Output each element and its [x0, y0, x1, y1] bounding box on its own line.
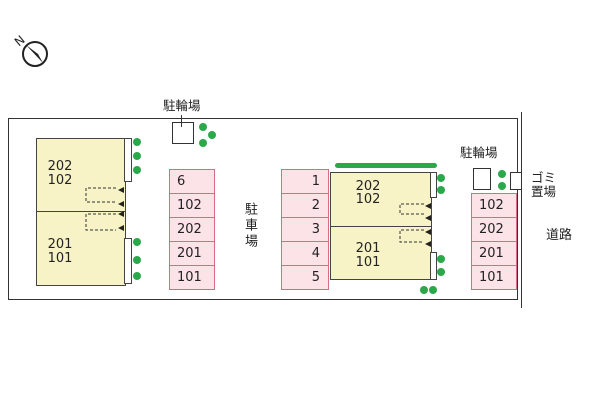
building-left-unit-102: 102 — [47, 173, 73, 188]
north-arrow-icon: N — [12, 33, 48, 67]
building-right-unit-102: 102 — [355, 192, 381, 207]
tree — [199, 123, 207, 131]
building-right-unit-202: 202 — [355, 179, 381, 194]
bicycle-parking-top-label: 駐輪場 — [163, 98, 201, 113]
parking-slot-101: 101 — [471, 265, 517, 290]
building-left-unit-201: 201 — [47, 237, 73, 252]
building-right-corridor — [399, 203, 424, 243]
entrance-arrow-icon — [425, 241, 431, 247]
entrance-arrow-icon — [118, 211, 124, 217]
building-right-bump — [430, 172, 437, 198]
tree — [199, 139, 207, 147]
building-left-bump — [124, 138, 132, 182]
entrance-arrow-icon — [118, 225, 124, 231]
tree — [437, 186, 445, 194]
entrance-arrow-icon — [118, 187, 124, 193]
parking-slot-2: 2 — [281, 193, 329, 218]
entrance-arrow-icon — [425, 203, 431, 209]
parking-slot-102: 102 — [471, 193, 517, 218]
parking-slot-201: 201 — [169, 241, 215, 266]
building-left — [36, 138, 126, 286]
garbage-area-label-line2: 置場 — [531, 184, 557, 199]
building-right-unit-101: 101 — [355, 255, 381, 270]
parking-slot-5: 5 — [281, 265, 329, 290]
parking-slot-3: 3 — [281, 217, 329, 242]
tree — [498, 182, 506, 190]
parking-slot-202: 202 — [471, 217, 517, 242]
garbage-area-label-line1: ゴミ — [531, 170, 557, 185]
parking-slot-201: 201 — [471, 241, 517, 266]
parking-slot-101: 101 — [169, 265, 215, 290]
parking-slot-4: 4 — [281, 241, 329, 266]
hedge — [335, 163, 437, 168]
building-left-unit-202: 202 — [47, 159, 73, 174]
entrance-arrow-icon — [118, 201, 124, 207]
bicycle-parking-top-mark — [181, 115, 182, 127]
building-right-bump — [430, 252, 437, 280]
parking-slot-202: 202 — [169, 217, 215, 242]
entrance-arrow-icon — [425, 215, 431, 221]
bicycle-parking-top-box — [172, 122, 194, 144]
parking-slot-102: 102 — [169, 193, 215, 218]
bicycle-parking-right-box — [473, 168, 491, 190]
tree — [133, 238, 141, 246]
building-right-divider — [330, 226, 432, 227]
tree — [208, 131, 216, 139]
tree — [437, 268, 445, 276]
building-left-unit-101: 101 — [47, 251, 73, 266]
tree — [429, 286, 437, 294]
tree — [133, 152, 141, 160]
garbage-area-box — [510, 172, 522, 190]
parking-slot-1: 1 — [281, 169, 329, 194]
building-left-divider — [36, 211, 126, 212]
tree — [133, 256, 141, 264]
road-label: 道路 — [546, 228, 573, 243]
tree — [437, 174, 445, 182]
building-left-corridor — [85, 187, 116, 231]
tree — [133, 166, 141, 174]
building-right-unit-201: 201 — [355, 241, 381, 256]
bicycle-parking-right-label: 駐輪場 — [460, 145, 498, 160]
tree — [133, 272, 141, 280]
building-left-bump — [124, 238, 132, 284]
tree — [133, 138, 141, 146]
tree — [437, 255, 445, 263]
tree — [420, 286, 428, 294]
tree — [498, 170, 506, 178]
parking-label: 駐車場 — [242, 202, 257, 250]
entrance-arrow-icon — [425, 229, 431, 235]
road-edge-line — [521, 112, 522, 308]
parking-slot-6: 6 — [169, 169, 215, 194]
